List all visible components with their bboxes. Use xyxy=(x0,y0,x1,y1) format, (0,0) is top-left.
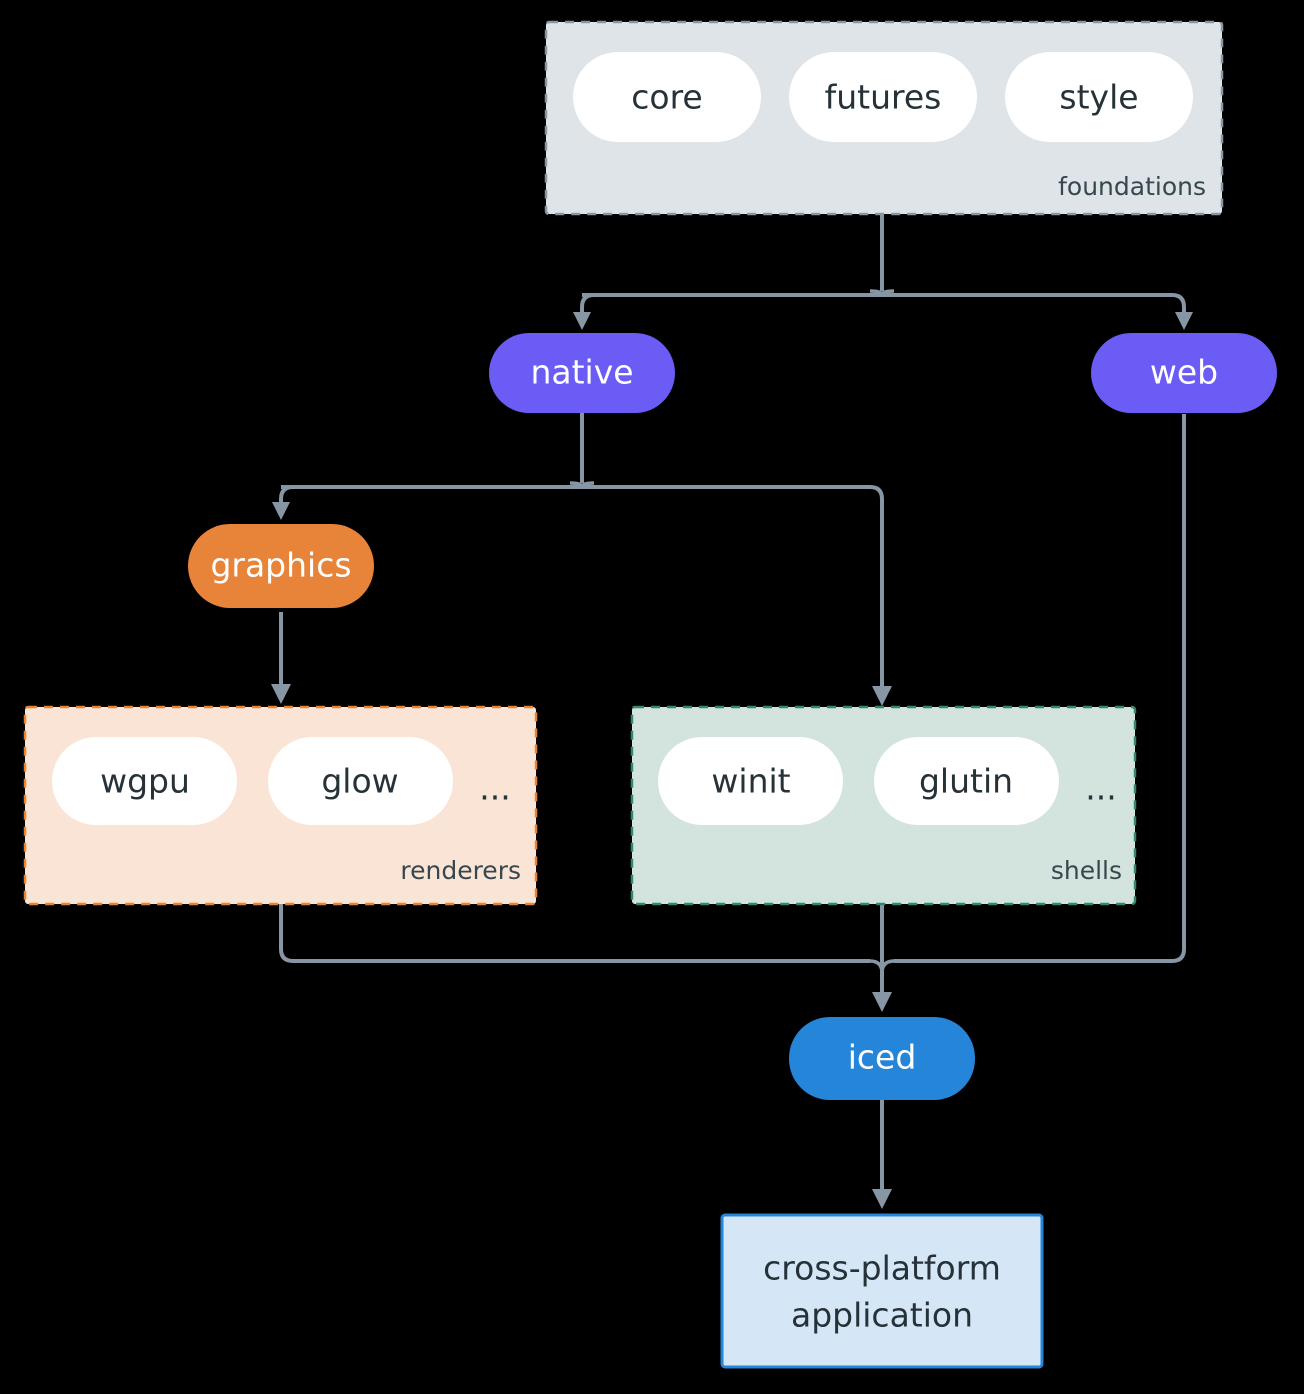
node-graphics[interactable]: graphics xyxy=(188,524,374,608)
glow-label: glow xyxy=(321,762,398,801)
foundations-group-label: foundations xyxy=(1058,172,1206,201)
foundations-item-style[interactable]: style xyxy=(1005,52,1193,142)
arrowhead-graphics xyxy=(272,502,290,520)
renderers-item-wgpu[interactable]: wgpu xyxy=(52,737,237,825)
arrowhead-application xyxy=(872,1189,892,1209)
renderers-item-glow[interactable]: glow xyxy=(268,737,453,825)
native-label: native xyxy=(530,353,633,392)
winit-label: winit xyxy=(711,762,790,801)
edge-native-to-shells xyxy=(869,485,884,694)
glutin-label: glutin xyxy=(919,762,1013,801)
graphics-label: graphics xyxy=(210,546,351,585)
wgpu-pill[interactable] xyxy=(52,737,237,825)
shells-overflow-ellipsis: ... xyxy=(1085,769,1116,808)
renderers-overflow-ellipsis: ... xyxy=(479,769,510,808)
arrowhead-web xyxy=(1175,312,1193,330)
winit-pill[interactable] xyxy=(658,737,843,825)
web-pill[interactable] xyxy=(1091,333,1277,413)
arrowhead-native xyxy=(573,312,591,330)
node-web[interactable]: web xyxy=(1091,333,1277,413)
edge-foundations-joint-right xyxy=(880,289,895,296)
edge-web-to-iced xyxy=(894,414,1186,963)
web-label: web xyxy=(1150,353,1218,392)
arrowhead-iced xyxy=(872,992,892,1012)
renderers-group-label: renderers xyxy=(400,856,521,885)
arrowhead-shells xyxy=(872,686,892,706)
futures-label: futures xyxy=(825,78,942,117)
wgpu-label: wgpu xyxy=(100,762,190,801)
iced-pill[interactable] xyxy=(789,1017,975,1100)
foundations-item-core[interactable]: core xyxy=(573,52,761,142)
core-label: core xyxy=(631,78,702,117)
application-label-line1: cross-platform xyxy=(763,1249,1001,1288)
arrowhead-renderers xyxy=(271,684,291,704)
group-renderers[interactable]: wgpu glow ... renderers xyxy=(23,705,538,906)
foundations-item-futures[interactable]: futures xyxy=(789,52,977,142)
application-box[interactable] xyxy=(720,1213,1044,1369)
shells-item-winit[interactable]: winit xyxy=(658,737,843,825)
graphics-pill[interactable] xyxy=(188,524,374,608)
iced-label: iced xyxy=(848,1038,917,1077)
glutin-pill[interactable] xyxy=(874,737,1059,825)
native-pill[interactable] xyxy=(489,333,675,413)
style-pill[interactable] xyxy=(1005,52,1193,142)
group-shells[interactable]: winit glutin ... shells xyxy=(630,705,1137,906)
node-iced[interactable]: iced xyxy=(789,1017,975,1100)
application-label-line2: application xyxy=(791,1296,973,1335)
futures-pill[interactable] xyxy=(789,52,977,142)
edge-renderers-to-iced xyxy=(279,904,870,963)
core-pill[interactable] xyxy=(573,52,761,142)
glow-pill[interactable] xyxy=(268,737,453,825)
node-native[interactable]: native xyxy=(489,333,675,413)
edge-foundations-to-web xyxy=(1171,293,1186,322)
shells-item-glutin[interactable]: glutin xyxy=(874,737,1059,825)
group-foundations[interactable]: core futures style foundations xyxy=(544,20,1224,216)
style-label: style xyxy=(1059,78,1138,117)
edge-native-joint-right xyxy=(580,481,595,488)
shells-group-label: shells xyxy=(1051,856,1122,885)
node-application[interactable]: cross-platform application xyxy=(720,1213,1044,1369)
edge-layer xyxy=(271,215,1193,1209)
